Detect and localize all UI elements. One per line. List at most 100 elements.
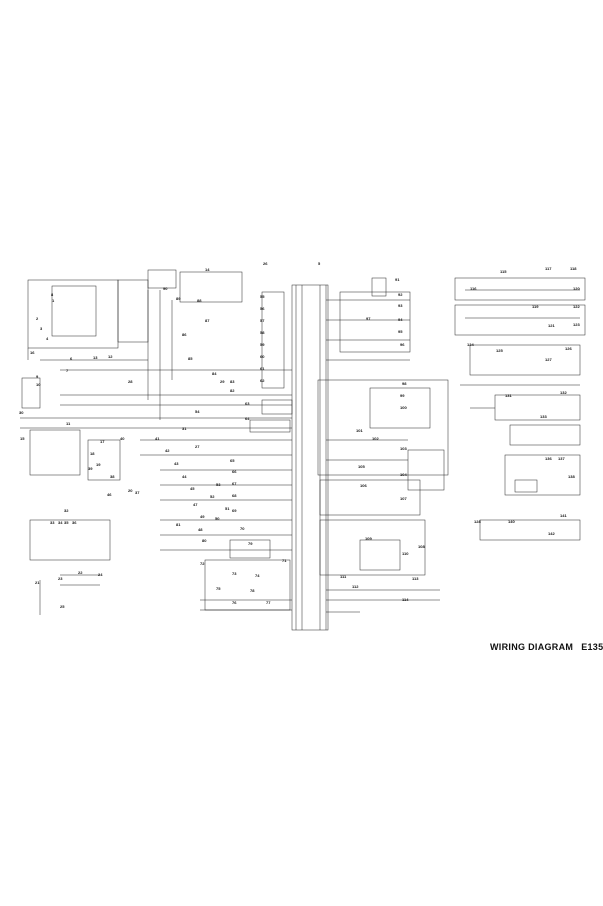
component-label-27: 27 <box>195 444 200 449</box>
component-label-36: 36 <box>72 520 77 525</box>
component-label-126: 126 <box>565 346 572 351</box>
component-label-49: 49 <box>200 514 205 519</box>
component-label-47: 47 <box>193 502 198 507</box>
component-label-111: 111 <box>340 574 347 579</box>
component-label-11: 11 <box>66 421 71 426</box>
component-label-73: 73 <box>232 571 237 576</box>
component-label-44: 44 <box>182 474 187 479</box>
component-label-108: 108 <box>418 544 425 549</box>
component-label-82: 82 <box>230 388 235 393</box>
component-label-68: 68 <box>232 493 237 498</box>
component-label-98: 98 <box>402 381 407 386</box>
diagram-title: WIRING DIAGRAM <box>490 642 574 652</box>
component-label-140: 140 <box>508 519 515 524</box>
component-label-121: 121 <box>548 323 555 328</box>
title-block: WIRING DIAGRAM E135 <box>490 642 603 656</box>
component-label-131: 131 <box>505 393 512 398</box>
component-label-13: 13 <box>93 355 98 360</box>
diagram-code: E135 <box>581 642 603 652</box>
component-label-114: 114 <box>402 597 409 602</box>
component-label-105: 105 <box>358 464 365 469</box>
component-label-118: 118 <box>570 266 577 271</box>
component-label-41: 41 <box>155 436 160 441</box>
component-label-87: 87 <box>205 318 210 323</box>
component-label-10: 10 <box>36 382 41 387</box>
component-label-54: 54 <box>195 409 200 414</box>
wiring-lines <box>20 269 586 631</box>
component-label-133: 133 <box>540 414 547 419</box>
component-label-20: 20 <box>128 488 133 493</box>
component-label-35: 35 <box>64 520 69 525</box>
component-label-30: 30 <box>19 410 24 415</box>
component-label-7: 7 <box>66 368 69 373</box>
component-label-1: 1 <box>52 298 55 303</box>
component-label-67: 67 <box>232 481 237 486</box>
component-label-16: 16 <box>30 350 35 355</box>
component-label-63: 63 <box>245 401 250 406</box>
component-label-76: 76 <box>232 600 237 605</box>
component-label-70: 70 <box>240 526 245 531</box>
component-label-31: 31 <box>182 426 187 431</box>
component-label-66: 66 <box>232 469 237 474</box>
component-label-122: 122 <box>573 304 580 309</box>
component-label-91: 91 <box>395 277 400 282</box>
component-label-19: 19 <box>96 462 101 467</box>
component-label-45: 45 <box>190 486 195 491</box>
component-label-110: 110 <box>402 551 409 556</box>
component-label-55: 55 <box>260 294 265 299</box>
component-label-58: 58 <box>260 330 265 335</box>
component-label-5: 5 <box>318 261 321 266</box>
component-label-39: 39 <box>88 466 93 471</box>
component-label-71: 71 <box>282 558 287 563</box>
component-label-113: 113 <box>412 576 419 581</box>
component-label-32: 32 <box>64 508 69 513</box>
component-label-65: 65 <box>230 458 235 463</box>
component-label-9: 9 <box>36 374 39 379</box>
component-label-64: 64 <box>245 416 250 421</box>
component-label-24: 24 <box>98 572 103 577</box>
component-label-72: 72 <box>200 561 205 566</box>
component-label-101: 101 <box>356 428 363 433</box>
component-label-28: 28 <box>128 379 133 384</box>
component-label-23: 23 <box>58 576 63 581</box>
component-label-107: 107 <box>400 496 407 501</box>
component-label-93: 93 <box>398 303 403 308</box>
component-label-138: 138 <box>568 474 575 479</box>
component-label-34: 34 <box>58 520 63 525</box>
component-label-83: 83 <box>230 379 235 384</box>
component-label-56: 56 <box>260 306 265 311</box>
component-label-4: 4 <box>46 336 49 341</box>
component-label-18: 18 <box>90 451 95 456</box>
component-label-142: 142 <box>548 531 555 536</box>
component-label-102: 102 <box>372 436 379 441</box>
component-label-119: 119 <box>532 304 539 309</box>
component-label-2: 2 <box>36 316 39 321</box>
component-label-38: 38 <box>110 474 115 479</box>
component-label-33: 33 <box>50 520 55 525</box>
component-label-43: 43 <box>174 461 179 466</box>
component-label-53: 53 <box>216 482 221 487</box>
component-label-25: 25 <box>60 604 65 609</box>
component-label-115: 115 <box>500 269 507 274</box>
component-label-104: 104 <box>400 472 407 477</box>
component-label-17: 17 <box>100 439 105 444</box>
component-label-112: 112 <box>352 584 359 589</box>
component-label-57: 57 <box>260 318 265 323</box>
component-label-81: 81 <box>176 522 181 527</box>
component-label-6: 6 <box>70 356 73 361</box>
component-label-75: 75 <box>216 586 221 591</box>
component-label-74: 74 <box>255 573 260 578</box>
component-label-97: 97 <box>366 316 371 321</box>
component-label-26: 26 <box>263 261 268 266</box>
component-label-120: 120 <box>573 286 580 291</box>
component-label-15: 15 <box>20 436 25 441</box>
component-label-52: 52 <box>210 494 215 499</box>
component-label-125: 125 <box>496 348 503 353</box>
component-label-96: 96 <box>400 342 405 347</box>
component-label-21: 21 <box>35 580 40 585</box>
component-label-79: 79 <box>248 541 253 546</box>
component-label-124: 124 <box>467 342 474 347</box>
component-label-46: 46 <box>107 492 112 497</box>
